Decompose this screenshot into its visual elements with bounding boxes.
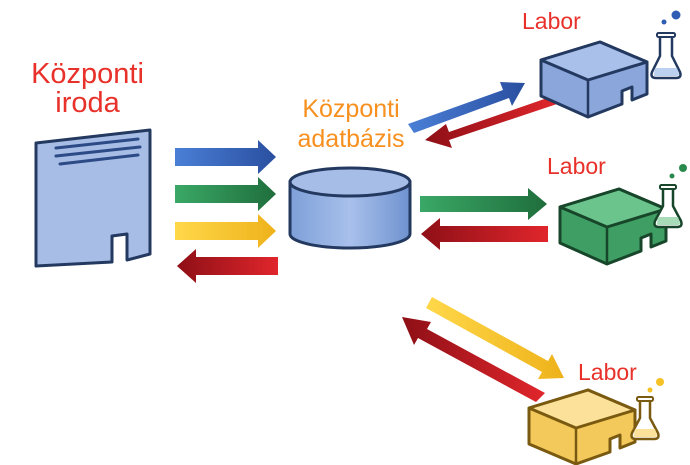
central-office-label-line1: Központi	[31, 58, 144, 90]
arrow-db-to-lab-top-blue	[408, 82, 525, 133]
arrow-db-to-lab-middle-green	[420, 188, 547, 220]
arrow-lab-bottom-to-db-red	[402, 317, 545, 402]
flask-icon	[650, 10, 682, 80]
arrow-db-to-office-red	[177, 249, 278, 283]
arrow-db-to-lab-bottom-yellow	[426, 297, 564, 379]
lab-building-icon	[527, 388, 637, 465]
database-cylinder-icon	[288, 166, 412, 250]
central-database-label-line1: Központi	[302, 95, 400, 123]
lab-bottom-label: Labor	[578, 359, 637, 385]
lab-building-icon	[539, 40, 649, 119]
lab-middle-label: Labor	[547, 153, 606, 179]
arrow-lab-middle-to-db-red	[421, 218, 548, 250]
arrow-office-to-db-yellow	[175, 214, 276, 248]
central-database-label-line2: adatbázis	[297, 125, 405, 153]
central-database-label: Központi adatbázis	[276, 94, 426, 154]
central-office-label-line2: iroda	[55, 87, 120, 119]
arrow-lab-top-to-db-red	[425, 96, 557, 148]
lab-building-icon	[558, 187, 668, 266]
flask-icon	[630, 378, 664, 441]
arrow-office-to-db-green	[175, 177, 276, 211]
office-building-icon	[34, 128, 152, 268]
lab-top-label: Labor	[522, 8, 581, 34]
flask-icon	[653, 164, 687, 229]
arrow-office-to-db-blue	[175, 140, 276, 174]
central-office-label: Központi iroda	[10, 60, 165, 118]
